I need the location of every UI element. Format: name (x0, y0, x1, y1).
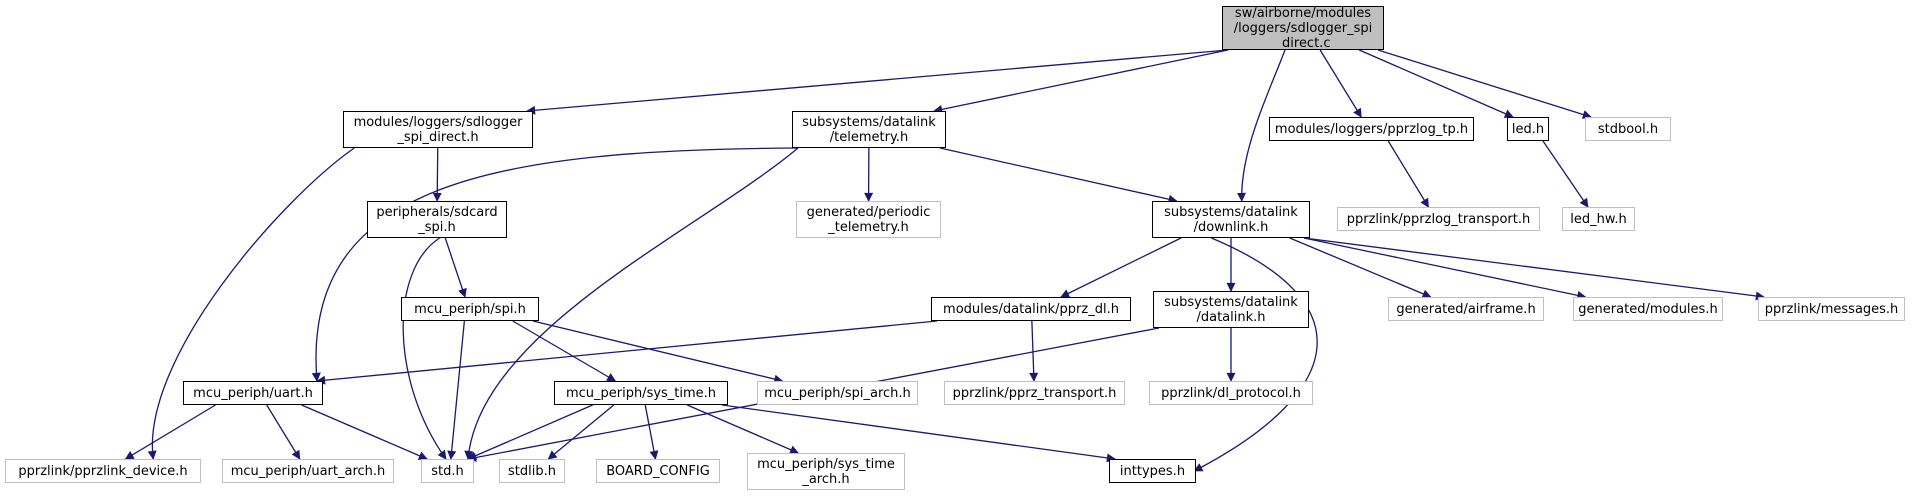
edge-root-to-telemetry-h (933, 49, 1229, 114)
node-pprz-transport-h: pprzlink/pprz_transport.h (944, 381, 1125, 405)
edge-root-to-sdlogger-h (526, 49, 1229, 115)
node-pprzlog-tp-h[interactable]: modules/loggers/pprzlog_tp.h (1269, 117, 1474, 141)
node-telemetry-h[interactable]: subsystems/datalink /telemetry.h (792, 111, 946, 148)
edge-downlink-h-to-modules-h (1303, 237, 1587, 300)
edge-pprz-dl-h-to-pprz-transport-h (1029, 320, 1039, 382)
edge-spi-h-to-spi-arch-h (532, 320, 784, 384)
node-spi-h[interactable]: mcu_periph/spi.h (401, 297, 539, 321)
edge-root-to-stdbool-h (1377, 49, 1592, 119)
edge-telemetry-h-to-std-h (464, 147, 799, 460)
node-dl-protocol-h: pprzlink/dl_protocol.h (1149, 381, 1313, 405)
edge-downlink-h-to-messages-h (1303, 237, 1765, 301)
node-pprzlink-device-h: pprzlink/pprzlink_device.h (5, 459, 201, 483)
node-airframe-h: generated/airframe.h (1388, 297, 1544, 321)
node-downlink-h[interactable]: subsystems/datalink /downlink.h (1152, 201, 1310, 238)
node-pprz-dl-h[interactable]: modules/datalink/pprz_dl.h (931, 297, 1131, 321)
node-inttypes-h[interactable]: inttypes.h (1109, 459, 1196, 483)
edge-telemetry-h-to-downlink-h (939, 147, 1178, 204)
node-board-config: BOARD_CONFIG (596, 459, 720, 483)
edge-uart-h-to-uart-arch-h (266, 404, 301, 460)
node-uart-h[interactable]: mcu_periph/uart.h (183, 381, 323, 405)
edge-downlink-h-to-airframe-h (1289, 237, 1432, 299)
edge-root-to-led-h (1358, 49, 1514, 118)
edge-led-h-to-led-hw-h (1542, 140, 1589, 208)
edge-uart-h-to-std-h (301, 404, 428, 460)
node-uart-arch-h: mcu_periph/uart_arch.h (222, 459, 394, 483)
node-messages-h: pprzlink/messages.h (1758, 297, 1905, 321)
edge-root-to-downlink-h (1237, 49, 1286, 202)
edge-sdlogger-h-to-sdcard-spi-h (432, 147, 442, 202)
node-modules-h: generated/modules.h (1573, 297, 1723, 321)
node-sdcard-spi-h[interactable]: peripherals/sdcard _spi.h (367, 201, 507, 238)
node-pprzlog-transport-h: pprzlink/pprzlog_transport.h (1337, 207, 1540, 231)
node-sys-time-h[interactable]: mcu_periph/sys_time.h (554, 381, 728, 405)
node-std-h: std.h (421, 459, 474, 483)
edge-sys-time-h-to-inttypes-h (721, 404, 1116, 463)
edge-sdlogger-h-to-pprzlink-device-h (147, 147, 355, 460)
edge-telemetry-h-to-uart-h (311, 147, 799, 382)
node-spi-arch-h: mcu_periph/spi_arch.h (757, 381, 918, 405)
edge-pprz-dl-h-to-uart-h (316, 320, 938, 385)
edge-sys-time-h-to-board-config (644, 404, 659, 460)
node-root[interactable]: sw/airborne/modules /loggers/sdlogger_sp… (1222, 6, 1384, 51)
node-stdbool-h: stdbool.h (1585, 117, 1671, 141)
node-periodic-telemetry-h: generated/periodic _telemetry.h (796, 201, 941, 238)
edge-uart-h-to-pprzlink-device-h (124, 404, 216, 460)
edge-sys-time-h-to-stdlib-h (547, 404, 615, 460)
node-led-h[interactable]: led.h (1507, 117, 1549, 141)
edge-pprzlog-tp-h-to-pprzlog-transport-h (1387, 140, 1430, 208)
node-stdlib-h: stdlib.h (499, 459, 565, 483)
edge-sdcard-spi-h-to-spi-h (444, 237, 467, 298)
edge-sdcard-spi-h-to-std-h (402, 237, 447, 460)
node-sys-time-arch-h: mcu_periph/sys_time _arch.h (747, 453, 905, 490)
edge-sys-time-h-to-std-h (467, 404, 593, 460)
edge-downlink-h-to-inttypes-h (1193, 237, 1318, 472)
edge-spi-h-to-sys-time-h (512, 320, 617, 382)
edge-spi-h-to-std-h (447, 320, 466, 460)
edge-downlink-h-to-pprz-dl-h (1060, 237, 1182, 298)
node-led-hw-h: led_hw.h (1562, 207, 1635, 231)
edge-root-to-pprzlog-tp-h (1319, 49, 1362, 118)
node-sdlogger-h[interactable]: modules/loggers/sdlogger _spi_direct.h (343, 111, 533, 148)
node-datalink-h[interactable]: subsystems/datalink /datalink.h (1153, 291, 1309, 328)
edge-sys-time-h-to-sys-time-arch-h (686, 404, 800, 454)
